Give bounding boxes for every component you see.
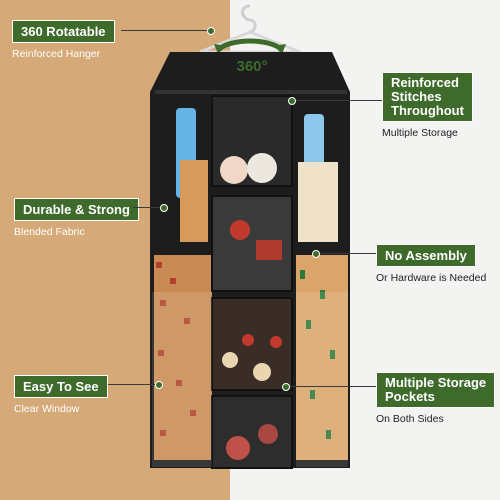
callout-rotatable-subtitle: Reinforced Hanger xyxy=(12,48,101,60)
callout-durable-title: Durable & Strong xyxy=(14,198,139,221)
callout-assembly: No Assembly Or Hardware is Needed xyxy=(376,244,486,284)
callout-easy-subtitle: Clear Window xyxy=(14,403,80,415)
callout-stitches-line1: Reinforced xyxy=(391,75,459,90)
callout-pockets-line2: Pockets xyxy=(385,389,435,404)
callout-stitches-subtitle: Multiple Storage xyxy=(382,127,458,139)
organizer-bag xyxy=(150,52,350,469)
callout-pockets-title: Multiple Storage Pockets xyxy=(376,372,496,408)
rotation-degrees-badge: 360° xyxy=(236,58,268,75)
callout-assembly-subtitle: Or Hardware is Needed xyxy=(376,272,487,284)
callout-assembly-title: No Assembly xyxy=(376,244,476,267)
callout-pockets-line1: Multiple Storage xyxy=(385,375,487,390)
rotation-arrow-icon xyxy=(214,38,286,54)
callout-durable: Durable & Strong Blended Fabric xyxy=(14,198,139,238)
callout-rotatable-title: 360 Rotatable xyxy=(12,20,115,43)
callout-pockets-leader xyxy=(286,386,376,387)
callout-stitches-leader xyxy=(292,100,382,101)
callout-durable-subtitle: Blended Fabric xyxy=(14,226,85,238)
callout-rotatable: 360 Rotatable Reinforced Hanger xyxy=(12,20,115,60)
callout-pockets-subtitle: On Both Sides xyxy=(376,413,444,425)
callout-easy: Easy To See Clear Window xyxy=(14,375,108,415)
callout-rotatable-leader xyxy=(121,30,211,31)
callout-stitches-line3: Throughout xyxy=(391,103,464,118)
callout-easy-dot xyxy=(155,381,163,389)
callout-pockets: Multiple Storage Pockets On Both Sides xyxy=(376,372,496,425)
callout-stitches: Reinforced Stitches Throughout Multiple … xyxy=(382,72,473,139)
callout-assembly-leader xyxy=(316,253,376,254)
callout-stitches-line2: Stitches xyxy=(391,89,442,104)
callout-pockets-dot xyxy=(282,383,290,391)
callout-easy-title: Easy To See xyxy=(14,375,108,398)
callout-rotatable-dot xyxy=(207,27,215,35)
callout-easy-leader xyxy=(108,384,158,385)
callout-stitches-title: Reinforced Stitches Throughout xyxy=(382,72,473,122)
callout-assembly-dot xyxy=(312,250,320,258)
callout-stitches-dot xyxy=(288,97,296,105)
callout-durable-leader xyxy=(133,207,163,208)
callout-durable-dot xyxy=(160,204,168,212)
